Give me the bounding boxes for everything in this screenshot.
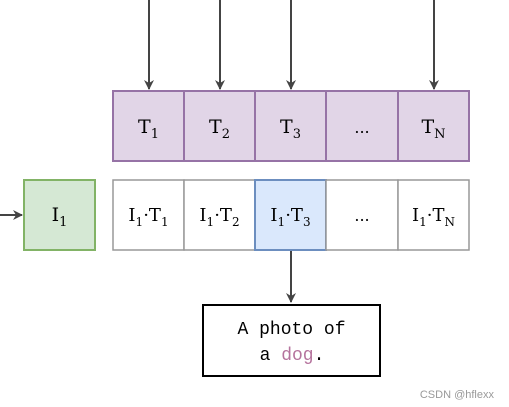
text-token-row: T1 T2 T3 ... TN bbox=[112, 90, 470, 162]
text-token-label: T1 bbox=[138, 116, 159, 142]
caption-box: A photo of a dog. bbox=[202, 304, 381, 377]
text-token-ellipsis: ... bbox=[325, 90, 399, 162]
text-token-t1: T1 bbox=[112, 90, 185, 162]
text-token-label: ... bbox=[354, 118, 369, 137]
text-token-box bbox=[112, 90, 185, 162]
similarity-box bbox=[112, 179, 185, 251]
text-input-arrows bbox=[144, 0, 439, 90]
similarity-box-highlight bbox=[254, 179, 327, 251]
similarity-cell-i1tn: I1·TN bbox=[397, 179, 470, 251]
similarity-label: ... bbox=[354, 206, 369, 225]
image-token-label: I1 bbox=[52, 204, 68, 230]
watermark: CSDN @hflexx bbox=[420, 389, 495, 401]
caption-line-2: a dog. bbox=[260, 346, 325, 366]
similarity-box bbox=[397, 179, 470, 251]
image-token-box bbox=[23, 179, 96, 251]
text-token-box bbox=[325, 90, 399, 162]
text-token-box bbox=[397, 90, 470, 162]
similarity-label: I1·T1 bbox=[128, 205, 168, 229]
text-token-t2: T2 bbox=[183, 90, 256, 162]
text-token-label: T2 bbox=[209, 116, 230, 142]
text-token-label: T3 bbox=[280, 116, 301, 142]
caption-line-1: A photo of bbox=[237, 320, 345, 340]
similarity-box bbox=[325, 179, 399, 251]
caption-dog-word: dog bbox=[281, 346, 313, 366]
similarity-cell-ellipsis: ... bbox=[325, 179, 399, 251]
similarity-row: I1·T1 I1·T2 I1·T3 ... I1·TN bbox=[112, 179, 470, 251]
image-token-i1: I1 bbox=[23, 179, 96, 251]
similarity-label: I1·TN bbox=[412, 205, 455, 229]
similarity-label: I1·T3 bbox=[270, 205, 310, 229]
similarity-label: I1·T2 bbox=[199, 205, 239, 229]
text-token-tn: TN bbox=[397, 90, 470, 162]
caption-frame bbox=[202, 304, 381, 377]
similarity-cell-i1t1: I1·T1 bbox=[112, 179, 185, 251]
text-token-t3: T3 bbox=[254, 90, 327, 162]
similarity-cell-i1t2: I1·T2 bbox=[183, 179, 256, 251]
text-token-label: TN bbox=[421, 116, 445, 142]
similarity-cell-i1t3-highlighted: I1·T3 bbox=[254, 179, 327, 251]
